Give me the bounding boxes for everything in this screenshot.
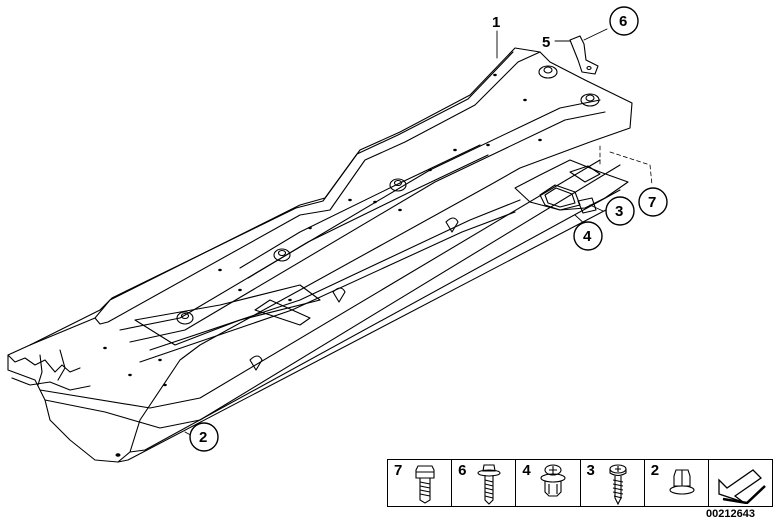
legend-number: 2 [650,462,660,479]
rear-bracket-plate [514,159,629,211]
flange-nut-icon [669,469,695,495]
legend-number: 4 [522,462,531,479]
callout-5: 5 [542,34,550,51]
legend-item-3: 3 [581,460,645,506]
expanding-rivet-icon [540,464,566,497]
diagram-id: 00212643 [706,508,755,520]
callout-1: 1 [492,14,500,31]
callout-3-label: 3 [615,203,623,220]
legend-item-6: 6 [452,460,517,506]
callout-3: 3 [605,196,635,226]
legend-item-2: 2 [645,460,709,506]
panel-holes [103,73,542,457]
legend-item-7: 7 [388,460,453,506]
legend-number: 3 [586,462,595,479]
small-bracket [569,35,599,75]
legend-number: 7 [394,462,403,479]
callout-4-label: 4 [583,228,592,245]
callout-7: 7 [638,187,668,217]
callout-4: 4 [573,221,603,251]
collar-screw-icon [477,464,501,505]
callout-7-label: 7 [648,194,656,211]
callout-6-label: 6 [619,13,627,30]
callout-1-label: 1 [492,14,500,31]
callout-2: 2 [189,422,219,452]
hex-bolt-icon [415,465,435,504]
legend-item-arrow [709,460,772,506]
mounting-boss [176,65,600,325]
legend-number: 6 [458,462,467,479]
fastener-legend: 7 6 4 3 [387,459,773,507]
clip-boss [249,217,459,371]
callout-6: 6 [609,6,639,36]
legend-item-4: 4 [516,460,581,506]
callout-2-label: 2 [199,429,207,446]
direction-arrow-icon [718,469,766,504]
callout-5-label: 5 [542,34,550,51]
tapping-screw-icon [608,464,627,506]
